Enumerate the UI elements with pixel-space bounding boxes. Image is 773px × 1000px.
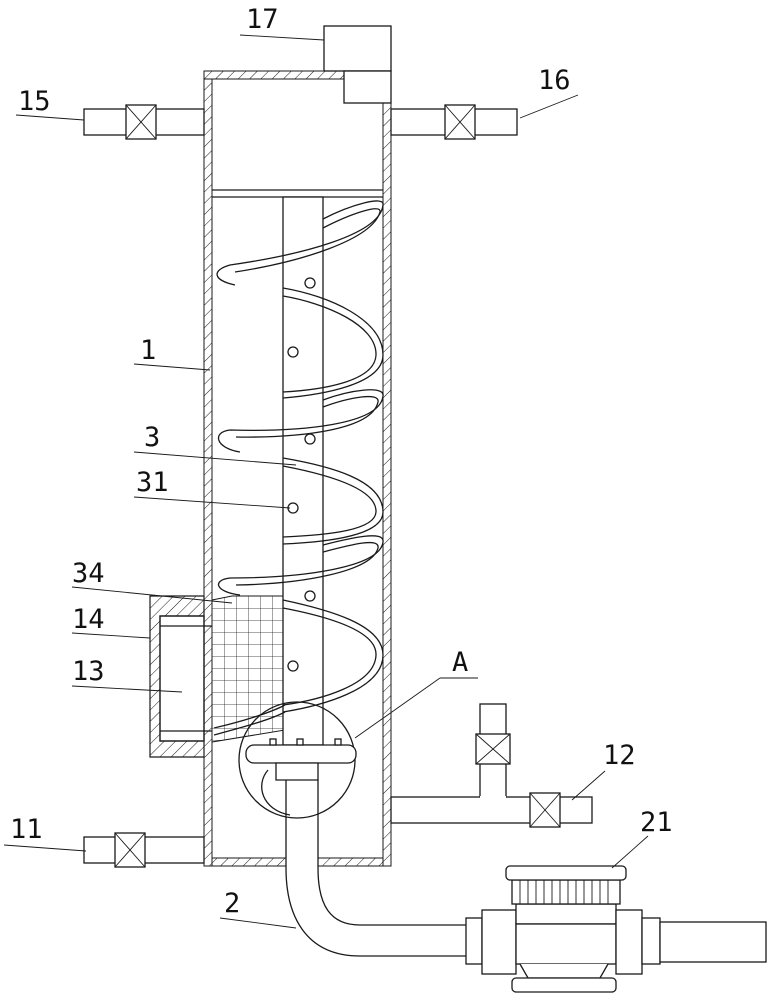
top-box (323, 25, 392, 104)
screw-blade (213, 200, 384, 736)
label-3: 3 (144, 422, 160, 453)
right-lower-pipe (390, 703, 593, 828)
reference-labels: 17 15 16 1 3 31 34 14 13 A 12 11 21 2 (10, 4, 673, 919)
shaft-holes (287, 277, 316, 672)
label-12: 12 (603, 740, 636, 771)
label-31: 31 (136, 467, 169, 498)
label-1: 1 (140, 335, 156, 366)
label-17: 17 (246, 4, 279, 35)
shaft-hole (287, 660, 299, 672)
label-15: 15 (18, 86, 51, 117)
left-upper-pipe (83, 104, 205, 140)
shaft-hole (287, 346, 299, 358)
side-box (149, 595, 212, 758)
valve-handwheel (511, 879, 621, 905)
leader-lines (3, 34, 649, 929)
filter-mesh (211, 595, 286, 743)
screw-shaft (282, 196, 324, 746)
label-16: 16 (538, 65, 571, 96)
label-a: A (452, 647, 468, 678)
shaft-hole (304, 433, 316, 445)
shaft-hole (304, 590, 316, 602)
shaft-hole (304, 277, 316, 289)
discharge-pipe (285, 780, 466, 957)
outlet-head (245, 738, 357, 816)
label-13: 13 (72, 656, 105, 687)
label-11: 11 (10, 814, 43, 845)
label-21: 21 (640, 807, 673, 838)
label-34: 34 (72, 558, 105, 589)
label-14: 14 (72, 604, 105, 635)
tank-wall (203, 70, 392, 867)
right-upper-pipe (390, 104, 518, 140)
label-2: 2 (224, 888, 240, 919)
handwheel-grip (519, 880, 609, 904)
left-lower-pipe (83, 832, 205, 868)
bottom-valve (465, 865, 767, 993)
